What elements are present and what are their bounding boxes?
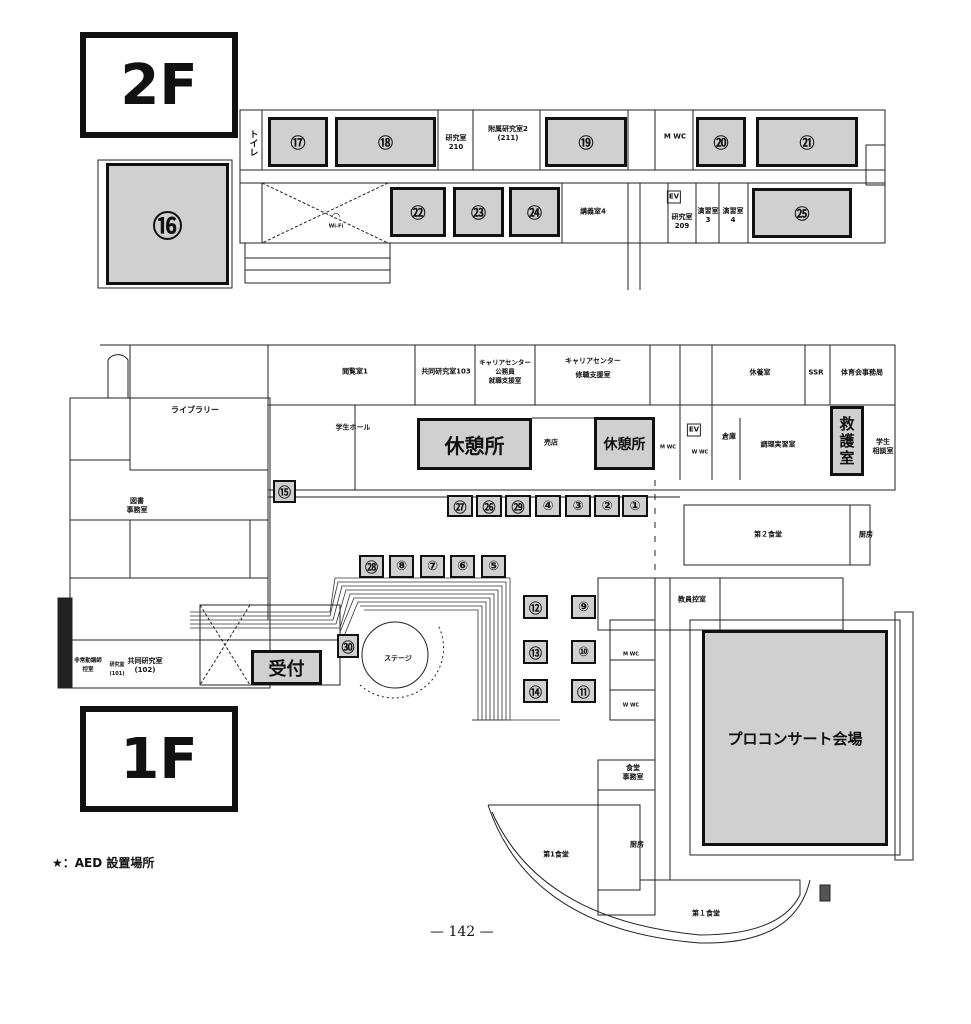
booth-15[interactable]: ⑮: [273, 480, 296, 503]
booth-27[interactable]: ㉗: [447, 495, 473, 517]
floor-label-2f: 2F: [80, 32, 238, 138]
room-joint-102: 共同研究室 (102): [127, 657, 163, 674]
booth-21[interactable]: ㉑: [756, 117, 858, 167]
booth-3[interactable]: ③: [565, 495, 591, 517]
booth-1[interactable]: ①: [622, 495, 648, 517]
booth-10[interactable]: ⑩: [571, 640, 596, 664]
room-kitchen-1: 厨房: [630, 840, 644, 849]
page-number: — 142 —: [430, 924, 494, 940]
booth-13[interactable]: ⑬: [523, 640, 548, 664]
wifi-label: Wi-Fi: [328, 223, 344, 230]
booth-24[interactable]: ㉔: [509, 187, 560, 237]
first-aid-room[interactable]: 救護室: [830, 406, 864, 476]
booth-5[interactable]: ⑤: [481, 555, 506, 578]
floor-label-1f: 1F: [80, 706, 238, 812]
room-cafeteria-office: 食堂 事務室: [622, 764, 644, 781]
room-storage: 倉庫: [722, 432, 736, 441]
wifi-spot: ◠ Wi-Fi: [328, 211, 344, 232]
room-rest: 休養室: [749, 368, 771, 377]
room-faculty-wait: 教員控室: [678, 595, 706, 604]
booth-20[interactable]: ⑳: [696, 117, 746, 167]
booth-8[interactable]: ⑧: [389, 555, 414, 578]
room-student-hall: 学生ホール: [335, 423, 371, 432]
room-1f-mwc-a: M WC: [660, 444, 676, 451]
booth-23[interactable]: ㉓: [453, 187, 504, 237]
room-career-support: キャリアセンター 修職支援室: [565, 357, 621, 379]
room-cafeteria-1b: 第１食堂: [692, 909, 720, 918]
booth-16[interactable]: ⑯: [106, 163, 229, 285]
room-lab-210: 研究室 210: [445, 134, 467, 151]
reception[interactable]: 受付: [251, 650, 322, 685]
aed-legend: ★：AED 設置場所: [52, 856, 155, 870]
booth-25[interactable]: ㉕: [752, 188, 852, 238]
booth-18[interactable]: ⑱: [335, 117, 436, 167]
room-cafeteria-2: 第２食堂: [754, 530, 782, 539]
room-1f-mwc-b: M WC: [623, 651, 639, 658]
booth-26[interactable]: ㉖: [476, 495, 502, 517]
stage: ステージ: [384, 654, 412, 663]
booth-30[interactable]: ㉚: [337, 634, 359, 658]
room-cooking: 調理実習室: [760, 440, 796, 449]
rest-area-a[interactable]: 休憩所: [417, 418, 532, 470]
booth-6[interactable]: ⑥: [450, 555, 475, 578]
room-kitchen-2: 厨房: [859, 530, 873, 539]
booth-7[interactable]: ⑦: [420, 555, 445, 578]
room-1f-wwc-a: W WC: [691, 449, 709, 456]
room-joint-103: 共同研究室103: [421, 367, 471, 376]
room-parttime-lounge: 非常勤講師 控室: [74, 658, 102, 673]
booth-12[interactable]: ⑫: [523, 595, 548, 619]
room-athletic-office: 体育会事務局: [841, 368, 883, 377]
room-reading-1: 閲覧室1: [342, 367, 368, 376]
room-lab-209: 研究室 209: [671, 213, 693, 230]
elevator-2f: EV: [666, 190, 682, 204]
room-101: 研究室 (101): [109, 662, 125, 677]
room-2f-mwc: M WC: [663, 132, 687, 141]
booth-19[interactable]: ⑲: [545, 117, 627, 167]
room-cafeteria-1a: 第1食堂: [543, 850, 569, 859]
pro-concert-hall[interactable]: プロコンサート会場: [702, 630, 888, 846]
booth-14[interactable]: ⑭: [523, 679, 548, 703]
room-seminar-4: 演習室 4: [722, 207, 744, 224]
room-annex-lab-211: 附属研究室2 (211): [488, 125, 528, 142]
room-library: ライブラリー: [171, 405, 219, 415]
booth-11[interactable]: ⑪: [571, 679, 596, 703]
booth-4[interactable]: ④: [535, 495, 561, 517]
booth-22[interactable]: ㉒: [390, 187, 446, 237]
room-shop: 売店: [544, 438, 558, 447]
booth-29[interactable]: ㉙: [505, 495, 531, 517]
booth-17[interactable]: ⑰: [268, 117, 328, 167]
room-1f-wwc-b: W WC: [622, 702, 640, 709]
wifi-icon: ◠: [332, 211, 340, 223]
booth-9[interactable]: ⑨: [571, 595, 596, 619]
room-2f-toilet: トイレ: [247, 129, 258, 157]
room-seminar-3: 演習室 3: [697, 207, 719, 224]
booth-28[interactable]: ㉘: [359, 555, 384, 578]
room-career-civil: キャリアセンター 公務員 就職支援室: [479, 358, 531, 385]
room-library-office: 図書 事務室: [126, 497, 148, 514]
room-lecture-4: 講義室4: [580, 207, 606, 216]
room-counseling: 学生 相談室: [872, 438, 894, 455]
room-ssr: SSR: [808, 368, 824, 377]
rest-area-b[interactable]: 休憩所: [594, 417, 655, 470]
elevator-1f: EV: [686, 423, 702, 437]
booth-2[interactable]: ②: [594, 495, 620, 517]
